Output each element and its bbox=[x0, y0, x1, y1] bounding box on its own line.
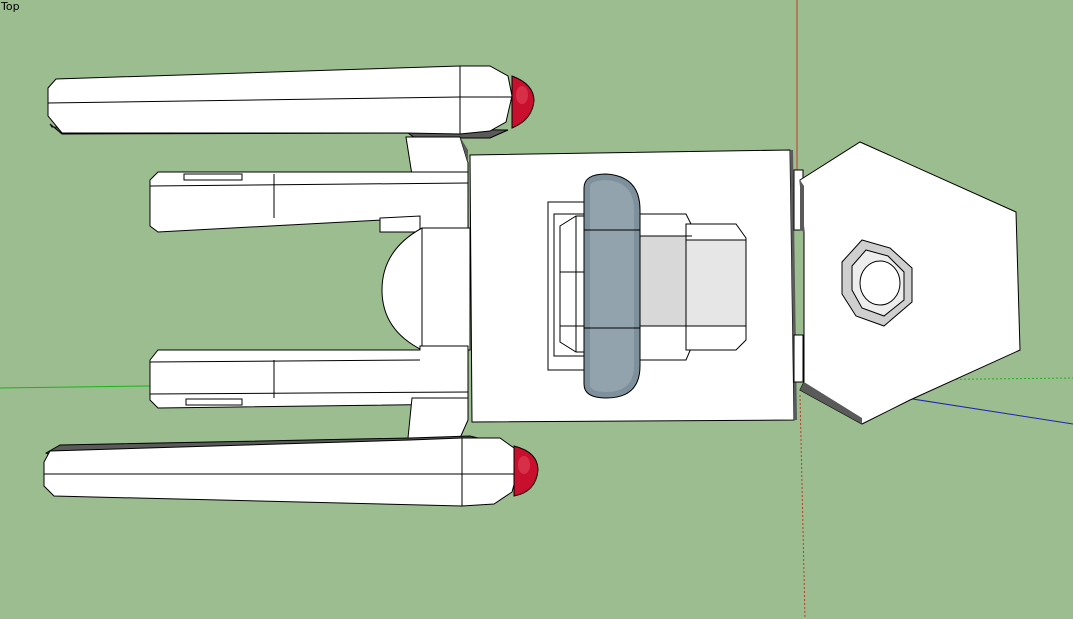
red-axis-dotted bbox=[799, 394, 806, 619]
lower-nacelle[interactable] bbox=[43, 435, 539, 507]
upper-pylon bbox=[405, 136, 469, 176]
upper-nacelle[interactable] bbox=[47, 65, 535, 139]
hex-saucer[interactable] bbox=[799, 141, 1021, 425]
neck-dome bbox=[381, 227, 471, 351]
bolt-hole bbox=[859, 260, 901, 306]
lower-connector bbox=[793, 334, 804, 383]
view-name-label: Top bbox=[1, 0, 20, 13]
upper-arm[interactable] bbox=[149, 171, 469, 233]
lower-arm[interactable] bbox=[149, 345, 469, 409]
main-body[interactable] bbox=[469, 149, 797, 423]
green-axis-solid bbox=[0, 385, 151, 389]
lower-pylon bbox=[407, 397, 469, 439]
